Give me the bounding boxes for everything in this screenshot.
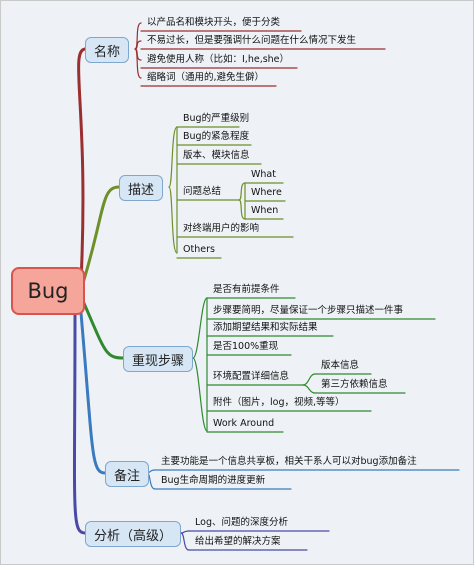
- branch-node-miaoshu[interactable]: 描述: [119, 175, 164, 201]
- leaf-chongxian-7[interactable]: Work Around: [213, 418, 275, 429]
- leaf-chongxian-5[interactable]: 环境配置详细信息: [213, 371, 290, 382]
- leaf-chongxian-6[interactable]: 附件（图片，log，视频,等等）: [213, 397, 345, 408]
- leaf-mingcheng-1[interactable]: 以产品名和模块开头，便于分类: [147, 17, 281, 28]
- leaf-miaoshu-4[interactable]: 问题总结: [183, 186, 222, 197]
- branch-node-chongxian[interactable]: 重现步骤: [123, 346, 194, 372]
- leaf-fenxi-2[interactable]: 给出希望的解决方案: [195, 536, 281, 547]
- trunk-miaoshu: [81, 185, 121, 285]
- leaf-env-version[interactable]: 版本信息: [321, 360, 360, 371]
- leaf-chongxian-4[interactable]: 是否100%重现: [213, 341, 279, 352]
- root-node-bug[interactable]: Bug: [11, 267, 85, 315]
- trunk-beizhu: [79, 311, 107, 475]
- leaf-mingcheng-3[interactable]: 避免使用人称（比如：I,he,she）: [147, 54, 290, 65]
- leaf-mingcheng-2[interactable]: 不易过长，但是要强调什么问题在什么情况下发生: [147, 35, 357, 46]
- leaf-what[interactable]: What: [251, 169, 276, 180]
- leaf-when[interactable]: When: [251, 205, 279, 216]
- leaf-chongxian-1[interactable]: 是否有前提条件: [213, 284, 280, 295]
- leaf-miaoshu-1[interactable]: Bug的严重级别: [183, 113, 250, 124]
- leaf-chongxian-3[interactable]: 添加期望结果和实际结果: [213, 322, 318, 333]
- leaf-mingcheng-4[interactable]: 缩略词（通用的,避免生僻）: [147, 72, 265, 83]
- trunk-chongxian: [81, 299, 125, 360]
- leaf-miaoshu-5[interactable]: 对终端用户的影响: [183, 223, 260, 234]
- branch-node-beizhu[interactable]: 备注: [105, 461, 150, 487]
- leaf-fenxi-1[interactable]: Log、问题的深度分析: [195, 517, 288, 528]
- leaf-miaoshu-6[interactable]: Others: [183, 244, 215, 255]
- leaf-env-dependency[interactable]: 第三方依赖信息: [321, 379, 388, 390]
- leaf-where[interactable]: Where: [251, 187, 282, 198]
- branch-node-fenxi[interactable]: 分析（高级）: [85, 521, 182, 547]
- leaf-chongxian-2[interactable]: 步骤要简明，尽量保证一个步骤只描述一件事: [213, 305, 404, 316]
- trunk-mingcheng: [77, 47, 87, 283]
- trunk-fenxi: [72, 313, 87, 535]
- branch-node-mingcheng[interactable]: 名称: [85, 37, 130, 63]
- leaf-beizhu-1[interactable]: 主要功能是一个信息共享板，相关干系人可以对bug添加备注: [161, 456, 417, 467]
- leaf-miaoshu-2[interactable]: Bug的紧急程度: [183, 131, 250, 142]
- leaf-beizhu-2[interactable]: Bug生命周期的进度更新: [161, 475, 266, 486]
- leaf-miaoshu-3[interactable]: 版本、模块信息: [183, 150, 250, 161]
